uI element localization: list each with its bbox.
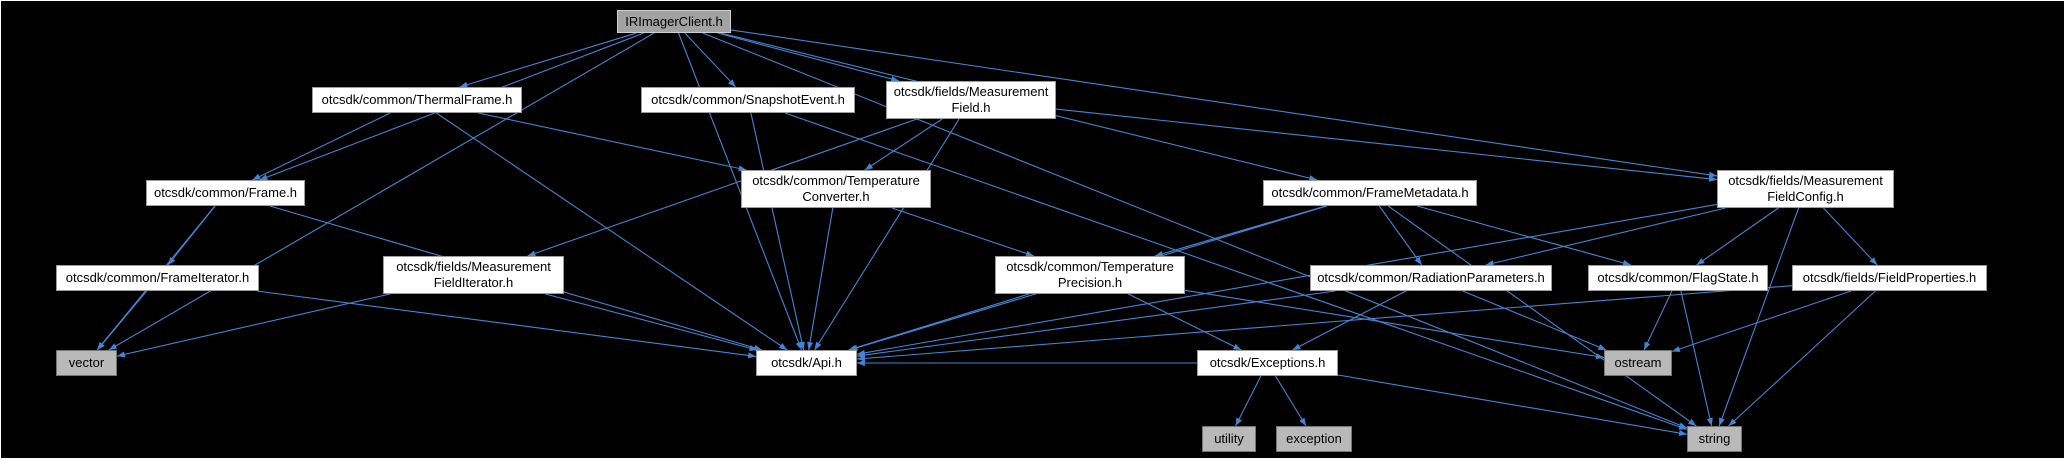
graph-edge-measurementfieldconfig-api: [856, 203, 1718, 356]
graph-edge-fieldproperties-string: [1728, 290, 1876, 427]
graph-edge-exceptions-exception: [1275, 375, 1307, 427]
graph-node-measurementfieldconfig[interactable]: otcsdk/fields/Measurement FieldConfig.h: [1717, 170, 1894, 208]
graph-edge-temperatureprecision-exceptions: [1128, 293, 1242, 351]
graph-edge-radiationparameters-ostream: [1462, 290, 1607, 351]
graph-edge-snapshotevent-string: [784, 112, 1688, 430]
graph-node-framemetadata[interactable]: otcsdk/common/FrameMetadata.h: [1263, 180, 1477, 206]
graph-edge-irimagerclient-measurementfield: [717, 32, 900, 82]
graph-edge-measurementfielditerator-vector: [116, 293, 391, 358]
graph-edge-exceptions-string: [1337, 374, 1688, 437]
graph-edge-framemetadata-radiationparameters: [1378, 205, 1423, 266]
graph-edge-flagstate-string: [1680, 290, 1713, 427]
graph-edge-flagstate-ostream: [1643, 290, 1673, 351]
graph-node-vector: vector: [56, 350, 117, 376]
graph-edge-irimagerclient-thermalframe: [459, 32, 637, 88]
graph-node-thermalframe[interactable]: otcsdk/common/ThermalFrame.h: [312, 87, 522, 113]
graph-node-snapshotevent[interactable]: otcsdk/common/SnapshotEvent.h: [641, 87, 855, 113]
graph-node-frame[interactable]: otcsdk/common/Frame.h: [146, 180, 305, 206]
graph-edge-framemetadata-flagstate: [1416, 205, 1632, 266]
graph-node-flagstate[interactable]: otcsdk/common/FlagState.h: [1588, 265, 1768, 291]
graph-edge-measurementfield-temperatureconverter: [864, 118, 943, 171]
graph-edge-irimagerclient-measurementfieldconfig: [730, 29, 1718, 178]
graph-edge-fieldproperties-ostream: [1671, 290, 1852, 353]
graph-edge-measurementfieldconfig-fieldproperties: [1823, 207, 1878, 266]
graph-edge-thermalframe-frame: [252, 112, 391, 181]
graph-edge-frameiterator-vector: [96, 290, 148, 351]
graph-edge-measurementfield-api: [814, 118, 960, 351]
graph-edge-irimagerclient-api: [677, 32, 803, 351]
graph-edge-thermalframe-api: [435, 112, 788, 351]
graph-edge-temperatureprecision-api: [848, 293, 1029, 351]
graph-node-frameiterator[interactable]: otcsdk/common/FrameIterator.h: [56, 265, 259, 291]
graph-edge-snapshotevent-api: [750, 112, 805, 351]
graph-edge-framemetadata-string: [1387, 205, 1697, 427]
graph-edge-measurementfieldconfig-radiationparameters: [1485, 207, 1726, 267]
graph-node-temperatureprecision[interactable]: otcsdk/common/Temperature Precision.h: [995, 256, 1185, 294]
graph-node-string: string: [1687, 426, 1742, 452]
graph-edge-temperatureconverter-temperatureprecision: [891, 207, 1035, 257]
graph-edge-measurementfield-measurementfielditerator: [527, 118, 918, 257]
graph-node-exception: exception: [1276, 426, 1352, 452]
graph-node-fieldproperties[interactable]: otcsdk/fields/FieldProperties.h: [1792, 265, 1987, 291]
graph-node-api[interactable]: otcsdk/Api.h: [756, 350, 857, 376]
graph-edge-irimagerclient-vector: [108, 32, 655, 351]
graph-edge-measurementfieldconfig-flagstate: [1696, 207, 1779, 266]
graph-edge-exceptions-utility: [1235, 375, 1262, 427]
graph-node-utility: utility: [1202, 426, 1256, 452]
graph-node-measurementfield[interactable]: otcsdk/fields/Measurement Field.h: [886, 81, 1056, 119]
graph-edge-fieldproperties-api: [856, 285, 1793, 362]
graph-node-radiationparameters[interactable]: otcsdk/common/RadiationParameters.h: [1310, 265, 1552, 291]
graph-edge-radiationparameters-api: [856, 290, 1336, 359]
graph-edge-thermalframe-temperatureconverter: [478, 112, 747, 172]
graph-edge-irimagerclient-string: [702, 32, 1688, 429]
graph-node-temperatureconverter[interactable]: otcsdk/common/Temperature Converter.h: [741, 170, 931, 208]
graph-edge-temperatureprecision-ostream: [1184, 289, 1605, 360]
graph-node-measurementfielditerator[interactable]: otcsdk/fields/Measurement FieldIterator.…: [383, 256, 564, 294]
graph-edge-framemetadata-temperatureprecision: [1154, 205, 1326, 257]
graph-node-exceptions[interactable]: otcsdk/Exceptions.h: [1197, 350, 1338, 376]
graph-edge-measurementfieldconfig-string: [1718, 207, 1800, 427]
graph-edge-irimagerclient-snapshotevent: [684, 32, 737, 88]
graph-edge-temperatureconverter-api: [806, 207, 834, 351]
graph-edge-measurementfielditerator-api: [545, 293, 758, 351]
graph-edge-measurementfield-measurementfieldconfig: [1055, 108, 1718, 182]
graph-node-ostream: ostream: [1604, 350, 1672, 376]
graph-edge-frameiterator-api: [256, 290, 757, 359]
graph-node-irimagerclient: IRImagerClient.h: [617, 10, 731, 33]
